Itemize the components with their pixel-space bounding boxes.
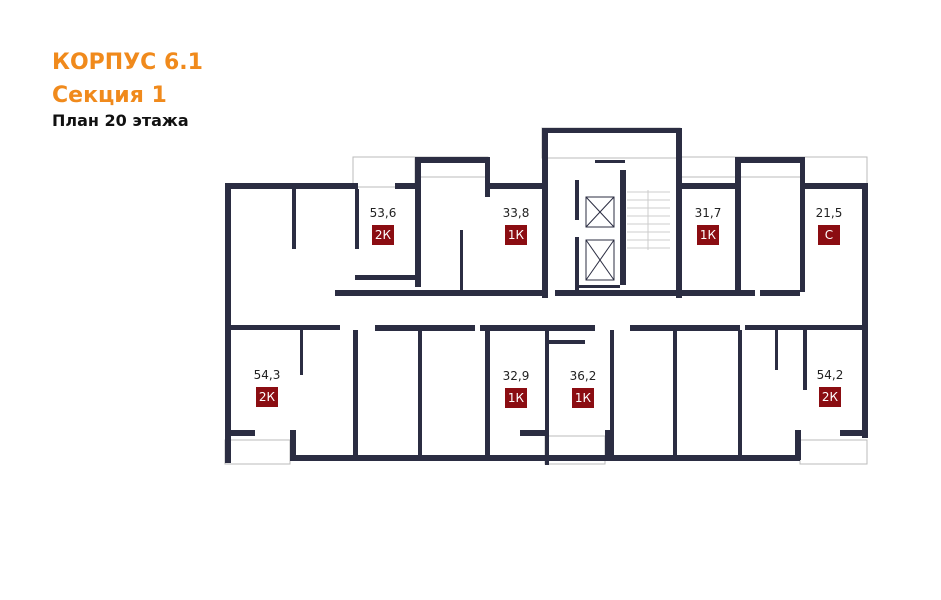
apartment-area: 31,7 [694, 206, 722, 220]
apartment-type-badge: 1К [697, 225, 719, 245]
apartment-type-badge: 1К [505, 225, 527, 245]
apartment-21-5[interactable]: 21,5 С [809, 206, 849, 245]
apartment-area: 21,5 [815, 206, 843, 220]
floor-plan-title: План 20 этажа [52, 111, 189, 130]
apartment-type-badge: 1К [572, 388, 594, 408]
section-title: Секция 1 [52, 83, 167, 108]
apartment-type-badge: 2К [256, 387, 278, 407]
apartment-33-8[interactable]: 33,8 1К [496, 206, 536, 245]
apartment-type-badge: С [818, 225, 840, 245]
apartment-type-badge: 2К [819, 387, 841, 407]
walls [225, 128, 868, 465]
apartment-54-2[interactable]: 54,2 2К [810, 368, 850, 407]
apartment-36-2[interactable]: 36,2 1К [563, 369, 603, 408]
staircase [627, 190, 670, 250]
elevator-shafts [585, 196, 615, 281]
apartment-type-badge: 2К [372, 225, 394, 245]
apartment-53-6[interactable]: 53,6 2К [363, 206, 403, 245]
apartment-area: 36,2 [569, 369, 597, 383]
apartment-area: 54,2 [816, 368, 844, 382]
apartment-area: 32,9 [502, 369, 530, 383]
apartment-32-9[interactable]: 32,9 1К [496, 369, 536, 408]
apartment-54-3[interactable]: 54,3 2К [247, 368, 287, 407]
apartment-area: 53,6 [369, 206, 397, 220]
apartment-type-badge: 1К [505, 388, 527, 408]
apartment-area: 33,8 [502, 206, 530, 220]
building-title: КОРПУС 6.1 [52, 50, 203, 75]
apartment-31-7[interactable]: 31,7 1К [688, 206, 728, 245]
apartment-area: 54,3 [253, 368, 281, 382]
